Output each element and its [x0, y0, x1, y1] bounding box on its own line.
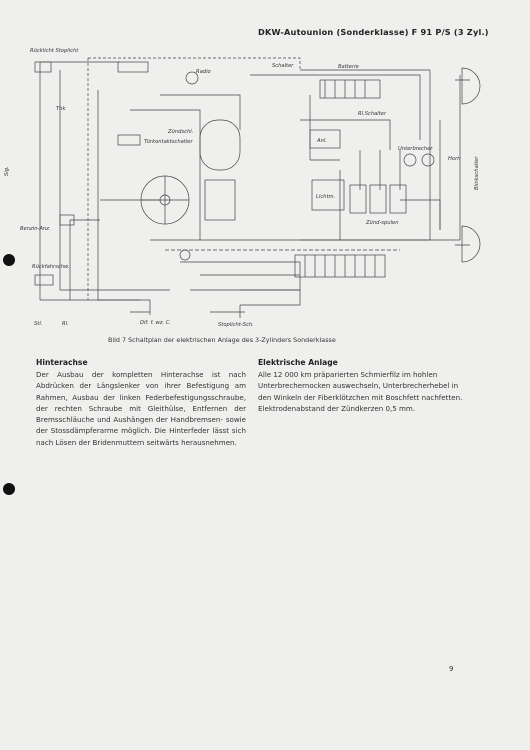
section-body: Der Ausbau der kompletten Hinterachse is…: [36, 370, 246, 447]
label-rl-schalter: Rl.Schalter: [358, 111, 387, 117]
section-elektrische-anlage: Elektrische Anlage Alle 12 000 km präpar…: [258, 357, 468, 414]
figure-caption: Bild 7 Schaltplan der elektrischen Anlag…: [108, 336, 336, 344]
label-unterbrecher: Unterbrecher: [398, 146, 433, 152]
label-zuendspulen: Zünd-spulen: [365, 220, 399, 226]
punch-hole: [3, 483, 15, 495]
label-rl: Rl.: [62, 321, 69, 327]
section-heading: Elektrische Anlage: [258, 358, 338, 367]
label-rueckfahr: Rückfahrschw.: [32, 264, 70, 270]
label-dif: Dif. f. wz. C.: [140, 320, 171, 326]
label-horn: Horn: [448, 156, 461, 162]
label-anl: Anl.: [316, 138, 327, 144]
document-header: DKW-Autounion (Sonderklasse) F 91 P/S (3…: [258, 27, 489, 37]
section-heading: Hinterachse: [36, 358, 88, 367]
label-rueckleuchte: Rücklicht Stoplicht: [30, 48, 79, 54]
label-tuerkontakt: Türkontaktschalter: [144, 139, 193, 145]
label-blinkschalter: Blinkschalter: [474, 156, 480, 190]
punch-hole: [3, 254, 15, 266]
label-stl: Stl.: [34, 321, 42, 327]
section-body: Alle 12 000 km präparierten Schmierfilz …: [258, 370, 463, 413]
page-number: 9: [449, 665, 454, 673]
label-thk: Thk: [56, 106, 66, 112]
label-lichtm: Lichtm.: [316, 194, 335, 200]
label-batterie: Batterie: [338, 64, 359, 70]
label-zuendschl: Zündschl.: [167, 129, 193, 135]
label-radio: Radio: [196, 69, 211, 75]
label-benzin: Benzin-Anz.: [20, 226, 51, 232]
label-sig: Sig.: [4, 166, 10, 176]
label-stoplicht: Stoplicht-Sch.: [218, 322, 254, 328]
section-hinterachse: Hinterachse Der Ausbau der kompletten Hi…: [36, 357, 246, 448]
label-schalter: Schalter: [272, 63, 294, 69]
